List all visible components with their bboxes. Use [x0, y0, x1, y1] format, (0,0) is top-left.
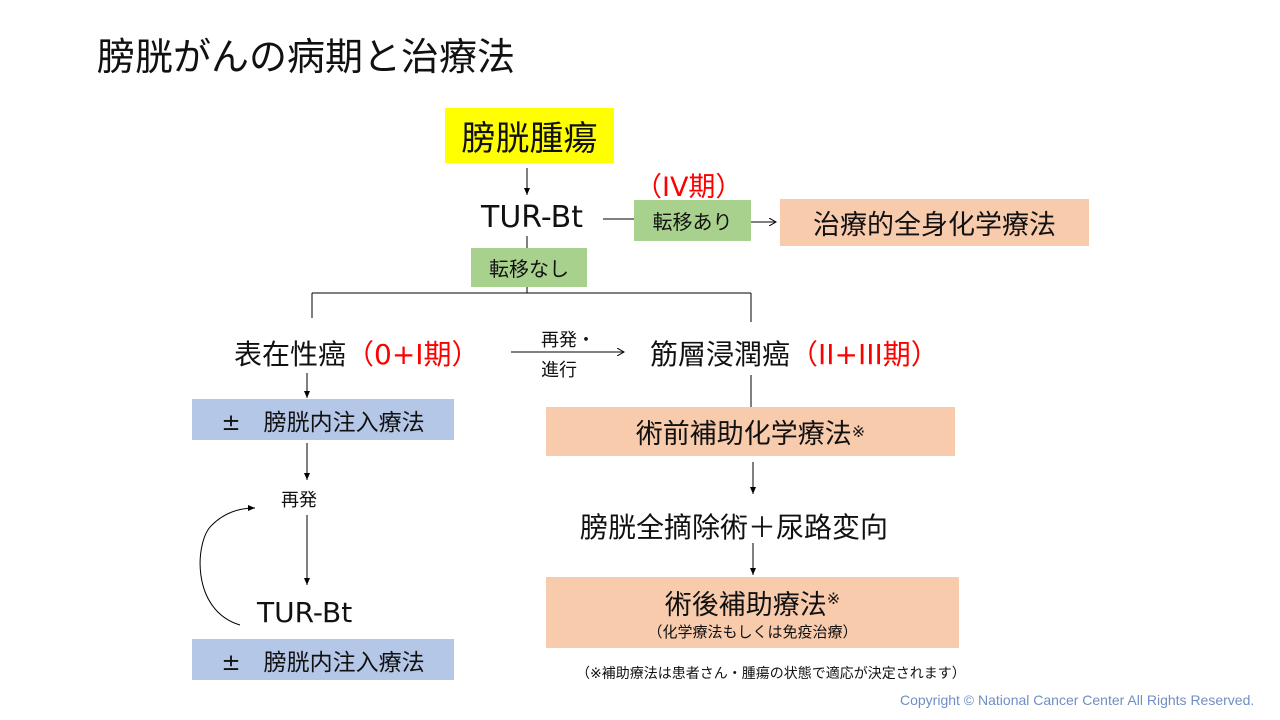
footnote: （※補助療法は患者さん・腫瘍の状態で適応が決定されます）	[576, 666, 966, 682]
stage-iv-label: （IV期）	[635, 172, 743, 203]
instillation-box-2: ± 膀胱内注入療法	[192, 639, 454, 680]
copyright: Copyright © National Cancer Center All R…	[900, 692, 1255, 708]
cystectomy-label: 膀胱全摘除術＋尿路変向	[580, 511, 889, 544]
neoadjuvant-note-mark: ※	[851, 422, 866, 441]
superficial-label: 表在性癌	[234, 338, 347, 371]
invasive-label: 筋層浸潤癌	[650, 338, 791, 371]
turbt-left-label: TUR-Bt	[257, 596, 353, 629]
progression-label-2: 進行	[541, 360, 577, 381]
systemic-chemo-box: 治療的全身化学療法	[780, 199, 1089, 246]
neoadjuvant-label: 術前補助化学療法	[635, 419, 852, 450]
turbt-top-label: TUR-Bt	[481, 200, 584, 235]
superficial-stage: （0+I期）	[346, 338, 480, 371]
adjuvant-sub-label: （化学療法もしくは免疫治療）	[647, 623, 858, 641]
instillation-box-1: ± 膀胱内注入療法	[192, 399, 454, 440]
progression-label-1: 再発・	[541, 330, 595, 351]
adjuvant-note-mark: ※	[826, 589, 841, 608]
bladder-tumor-box: 膀胱腫瘍	[445, 108, 614, 163]
page-title: 膀胱がんの病期と治療法	[97, 35, 516, 79]
invasive-cancer: 筋層浸潤癌（II+III期）	[650, 333, 939, 373]
adjuvant-box: 術後補助療法※ （化学療法もしくは免疫治療）	[546, 577, 959, 648]
recurrence-label: 再発	[281, 490, 317, 511]
invasive-stage: （II+III期）	[790, 338, 939, 371]
adjuvant-label: 術後補助療法	[664, 590, 827, 621]
superficial-cancer: 表在性癌（0+I期）	[234, 333, 480, 373]
metastasis-no-box: 転移なし	[471, 248, 587, 287]
neoadjuvant-box: 術前補助化学療法※	[546, 407, 955, 456]
metastasis-yes-box: 転移あり	[634, 200, 751, 241]
